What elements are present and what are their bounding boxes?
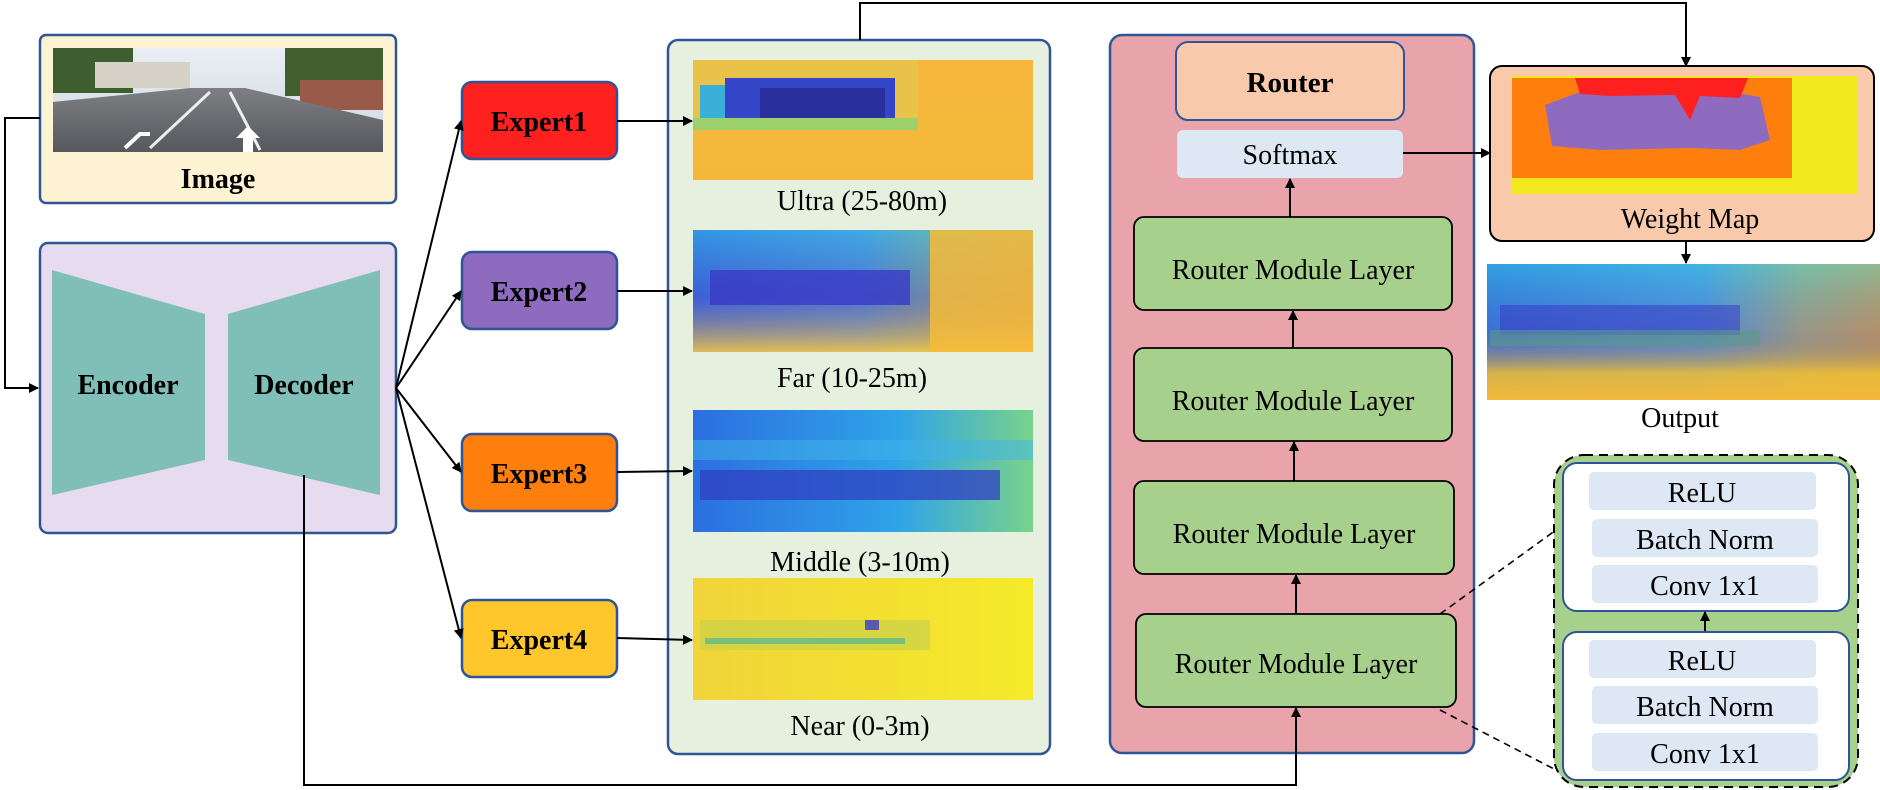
- depth-label-far: Far (10-25m): [777, 363, 927, 394]
- depth-label-middle: Middle (3-10m): [770, 547, 950, 578]
- encoder-shape: [52, 270, 205, 495]
- expert-1: Expert1: [460, 80, 619, 161]
- decoder-to-experts-arrows: [395, 120, 464, 639]
- router-title: Router: [1247, 67, 1334, 99]
- router-layer-3: Router Module Layer: [1133, 347, 1453, 442]
- output-image: [1487, 264, 1880, 400]
- weight-map-image: [1512, 76, 1858, 194]
- detail-callout-bottom: [1439, 709, 1557, 771]
- expert-3-label: Expert3: [491, 459, 587, 490]
- detail-bottom-op-3: Conv 1x1: [1650, 739, 1760, 770]
- encoder-label: Encoder: [77, 370, 178, 401]
- expert-2-label: Expert2: [491, 277, 587, 308]
- router-title-box: [1175, 41, 1405, 121]
- detail-block-top: ReLU Batch Norm Conv 1x1: [1562, 462, 1850, 612]
- detail-top-op-3: Conv 1x1: [1650, 571, 1760, 602]
- depth-map-middle: [693, 410, 1033, 532]
- weight-map-label: Weight Map: [1621, 204, 1760, 235]
- detail-bottom-op-1: ReLU: [1668, 646, 1736, 677]
- detail-block-bottom: ReLU Batch Norm Conv 1x1: [1562, 631, 1850, 781]
- softmax-label: Softmax: [1243, 140, 1338, 171]
- router-layer-3-label: Router Module Layer: [1172, 386, 1415, 417]
- router-layer-1: Router Module Layer: [1135, 613, 1457, 708]
- router-layer-2-label: Router Module Layer: [1173, 519, 1416, 550]
- expert-3: Expert3: [460, 432, 619, 513]
- experts-to-depth-arrows: [616, 116, 693, 645]
- expert-4: Expert4: [460, 598, 619, 679]
- depth-label-ultra: Ultra (25-80m): [777, 186, 947, 217]
- output-label: Output: [1641, 403, 1719, 434]
- detail-bottom-op-2: Batch Norm: [1636, 692, 1774, 723]
- router-internal-arrows: [1285, 178, 1301, 614]
- input-image-thumbnail: [53, 48, 383, 152]
- depth-map-far: [693, 230, 1033, 352]
- router-layer-4-label: Router Module Layer: [1172, 255, 1415, 286]
- expert-2: Expert2: [460, 250, 619, 331]
- depth-map-near: [693, 578, 1033, 700]
- depth-map-ultra: [693, 60, 1033, 180]
- image-to-encoder-arrow: [4, 117, 40, 393]
- router-layer-4: Router Module Layer: [1133, 216, 1453, 311]
- image-label: Image: [181, 164, 256, 195]
- router-layer-1-label: Router Module Layer: [1175, 649, 1418, 680]
- depth-to-weightmap-arrow: [859, 2, 1691, 67]
- expert-1-label: Expert1: [491, 107, 587, 138]
- decoder-shape: [228, 270, 380, 495]
- decoder-to-router-arrow: [303, 475, 1301, 786]
- depth-label-near: Near (0-3m): [790, 711, 929, 742]
- decoder-label: Decoder: [254, 370, 354, 401]
- expert-4-label: Expert4: [491, 625, 587, 656]
- router-layer-2: Router Module Layer: [1133, 480, 1455, 575]
- softmax-box: [1177, 130, 1403, 178]
- detail-top-op-1: ReLU: [1668, 478, 1736, 509]
- detail-top-op-2: Batch Norm: [1636, 525, 1774, 556]
